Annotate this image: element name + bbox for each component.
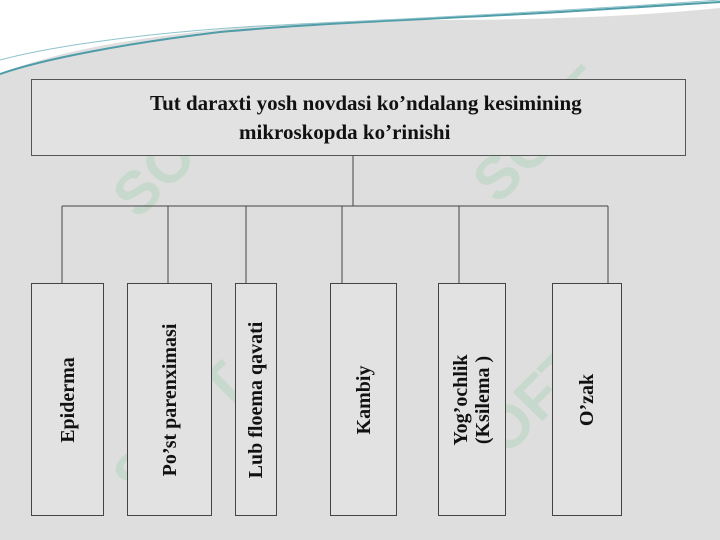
header-wave: [0, 1, 720, 75]
item-box-epiderma: Epiderma: [31, 283, 104, 516]
item-box-ksilema: Yog’ochlik (Ksilema ): [438, 283, 506, 516]
item-box-post-parenximasi: Po’st parenximasi: [127, 283, 212, 516]
item-box-ozak: O’zak: [552, 283, 622, 516]
item-label: Lub floema qavati: [245, 321, 267, 478]
item-label: Kambiy: [352, 365, 375, 434]
item-label: Epiderma: [56, 356, 79, 443]
item-box-kambiy: Kambiy: [330, 283, 397, 516]
item-box-lub-floema: Lub floema qavati: [235, 283, 277, 516]
item-label: O’zak: [576, 373, 598, 426]
title-box: Tut daraxti yosh novdasi ko’ndalang kesi…: [31, 79, 686, 156]
item-label: Yog’ochlik (Ksilema ): [450, 353, 494, 446]
item-label: Po’st parenximasi: [158, 323, 181, 476]
title-line-2: mikroskopda ko’rinishi: [239, 120, 451, 144]
title-line-1: Tut daraxti yosh novdasi ko’ndalang kesi…: [150, 91, 582, 115]
